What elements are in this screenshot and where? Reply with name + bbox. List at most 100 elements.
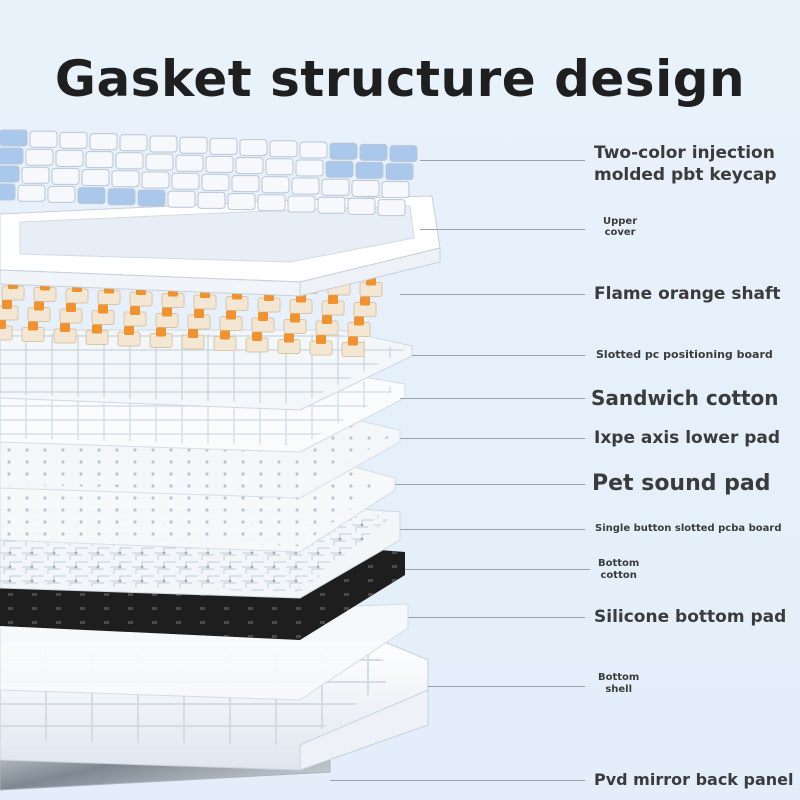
keycaps-art bbox=[0, 129, 418, 217]
keycap bbox=[167, 190, 196, 208]
keycap bbox=[0, 129, 28, 147]
keycap bbox=[261, 176, 290, 194]
switch bbox=[53, 323, 77, 344]
keycap bbox=[21, 166, 50, 184]
keycap bbox=[265, 158, 294, 176]
keycap bbox=[235, 157, 264, 175]
keycap bbox=[179, 136, 208, 154]
keycap bbox=[381, 181, 410, 199]
switch bbox=[161, 287, 185, 308]
keycap bbox=[347, 197, 376, 215]
positioning-board-art bbox=[0, 329, 413, 411]
keycap bbox=[0, 147, 24, 165]
keycap bbox=[389, 145, 418, 163]
keycap bbox=[175, 154, 204, 172]
label-switch: Flame orange shaft bbox=[594, 284, 781, 304]
label-ixpe-pad: Ixpe axis lower pad bbox=[594, 428, 781, 448]
keycap bbox=[201, 173, 230, 191]
keycap bbox=[85, 151, 114, 169]
switch bbox=[181, 329, 205, 350]
keycap bbox=[149, 135, 178, 153]
switch bbox=[187, 309, 211, 330]
switch bbox=[123, 306, 147, 327]
keycap bbox=[59, 131, 88, 149]
leader-line bbox=[428, 686, 585, 687]
switch bbox=[27, 301, 51, 322]
leader-line bbox=[405, 569, 590, 570]
keycap bbox=[0, 165, 20, 183]
switch bbox=[315, 315, 339, 336]
label-positioning-board: Slotted pc positioning board bbox=[596, 348, 773, 361]
keycap bbox=[227, 193, 256, 211]
keycap bbox=[0, 183, 16, 201]
switch bbox=[353, 296, 377, 317]
label-pet-pad: Pet sound pad bbox=[592, 471, 771, 496]
keycap bbox=[77, 187, 106, 205]
page-title: Gasket structure design bbox=[54, 50, 746, 108]
keycap bbox=[111, 170, 140, 188]
switch bbox=[341, 336, 365, 357]
switch bbox=[149, 327, 173, 348]
keycap bbox=[317, 196, 346, 214]
switch bbox=[359, 276, 383, 297]
label-sandwich-cotton: Sandwich cotton bbox=[591, 386, 779, 410]
switch bbox=[155, 307, 179, 328]
switch bbox=[347, 316, 371, 337]
switch bbox=[321, 295, 345, 316]
label-pcba: Single button slotted pcba board bbox=[595, 523, 782, 534]
switch bbox=[309, 335, 333, 356]
leader-line bbox=[330, 780, 585, 781]
leader-line bbox=[420, 160, 585, 161]
keycap bbox=[377, 199, 406, 217]
leader-line bbox=[395, 484, 585, 485]
keycap bbox=[55, 149, 84, 167]
keycap bbox=[257, 194, 286, 212]
switch bbox=[277, 333, 301, 354]
keycap bbox=[355, 161, 384, 179]
label-silicone-pad: Silicone bottom pad bbox=[594, 607, 787, 627]
keycap bbox=[321, 178, 350, 196]
label-mirror-panel: Pvd mirror back panel bbox=[594, 770, 794, 789]
keycap bbox=[287, 195, 316, 213]
keycap bbox=[89, 133, 118, 151]
keycap bbox=[329, 142, 358, 160]
keycap bbox=[17, 184, 46, 202]
switch bbox=[245, 332, 269, 353]
keycap bbox=[205, 155, 234, 173]
leader-line bbox=[400, 529, 585, 530]
switch bbox=[213, 330, 237, 351]
switch bbox=[251, 312, 275, 333]
keycap bbox=[385, 163, 414, 181]
keycap bbox=[351, 179, 380, 197]
switch bbox=[117, 326, 141, 347]
switch bbox=[91, 304, 115, 325]
leader-line bbox=[408, 617, 585, 618]
keycap bbox=[141, 171, 170, 189]
keycap bbox=[137, 189, 166, 207]
keycap bbox=[291, 177, 320, 195]
keycap bbox=[47, 185, 76, 203]
switch bbox=[0, 320, 13, 341]
switch bbox=[0, 300, 19, 321]
keycap bbox=[359, 143, 388, 161]
keycap bbox=[325, 160, 354, 178]
leader-line bbox=[412, 355, 585, 356]
switch bbox=[283, 313, 307, 334]
leader-line bbox=[400, 398, 585, 399]
switch bbox=[219, 310, 243, 331]
keycap bbox=[115, 152, 144, 170]
keycap bbox=[29, 130, 58, 148]
keycap bbox=[269, 140, 298, 158]
switch bbox=[59, 303, 83, 324]
keycap bbox=[239, 139, 268, 157]
keycap bbox=[295, 159, 324, 177]
keycap bbox=[209, 137, 238, 155]
keycap bbox=[197, 191, 226, 209]
keycap bbox=[171, 172, 200, 190]
leader-line bbox=[420, 229, 585, 230]
switch bbox=[21, 321, 45, 342]
